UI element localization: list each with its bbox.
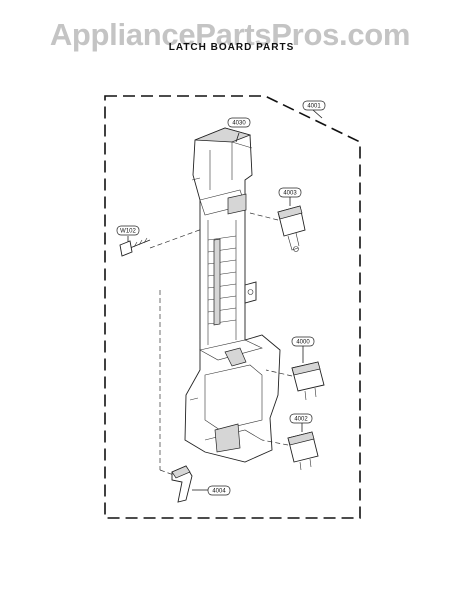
svg-text:4003: 4003 xyxy=(283,191,297,197)
callout-4003: 4003 xyxy=(278,187,302,198)
callout-4000: 4000 xyxy=(291,336,315,347)
switch-4000 xyxy=(265,361,325,401)
callout-w102: W102 xyxy=(116,225,140,236)
svg-text:4030: 4030 xyxy=(232,121,246,127)
svg-text:4001: 4001 xyxy=(307,104,321,110)
svg-text:4002: 4002 xyxy=(294,417,308,423)
callout-4030: 4030 xyxy=(227,117,251,128)
svg-text:4004: 4004 xyxy=(212,489,226,495)
switch-4002 xyxy=(261,431,319,471)
svg-text:4000: 4000 xyxy=(296,340,310,346)
callout-4002: 4002 xyxy=(289,413,313,424)
switch-4003 xyxy=(249,205,306,252)
svg-text:W102: W102 xyxy=(120,229,136,235)
latch-board xyxy=(184,127,281,463)
watermark: AppliancePartsPros.com xyxy=(49,17,411,52)
callout-4004: 4004 xyxy=(207,485,231,496)
callout-4001: 4001 xyxy=(302,100,326,111)
diagram-title: LATCH BOARD PARTS xyxy=(168,42,295,53)
assembly-boundary xyxy=(104,95,361,519)
lever-4004 xyxy=(171,465,193,503)
screw xyxy=(119,237,151,257)
